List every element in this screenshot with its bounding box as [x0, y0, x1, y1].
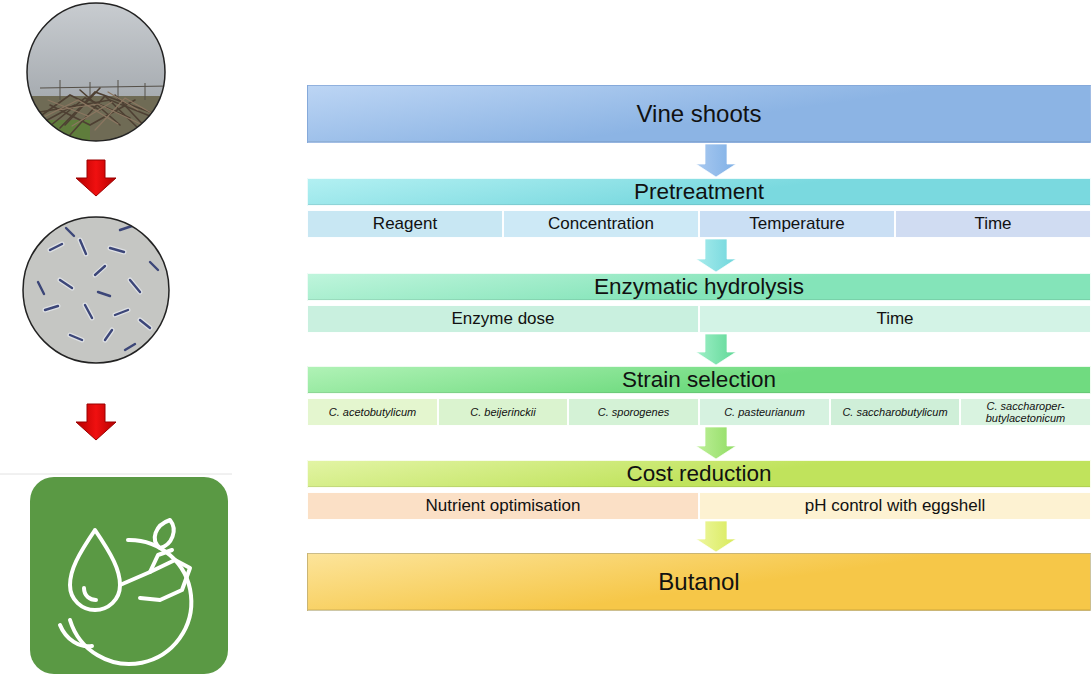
option-label: C. beijerinckii: [470, 406, 535, 418]
microscope-image: [20, 215, 180, 365]
stage-band: Vine shoots: [307, 85, 1091, 143]
option-cell: Enzyme dose: [307, 305, 699, 333]
strain-cell: C. sporogenes: [568, 398, 699, 426]
biofuel-symbol: [60, 520, 191, 664]
option-label: Temperature: [749, 215, 844, 234]
option-label: Time: [974, 215, 1011, 234]
option-label: C. acetobutylicum: [329, 406, 416, 418]
strain-cell: C. pasteurianum: [699, 398, 830, 426]
stage-header: Pretreatment: [307, 178, 1091, 206]
stage-header: Cost reduction: [307, 460, 1091, 488]
stage-title: Pretreatment: [634, 179, 764, 205]
option-label: C. pasteurianum: [724, 406, 805, 418]
option-label: Enzyme dose: [452, 310, 555, 329]
flow-arrow: [76, 160, 116, 196]
vine-shoots-photo: [20, 0, 180, 156]
option-cell: pH control with eggshell: [699, 492, 1091, 520]
strain-cell: C. beijerinckii: [438, 398, 568, 426]
biofuel-icon: [30, 477, 228, 674]
strain-cell: C. saccharobutylicum: [830, 398, 960, 426]
flow-arrow: [696, 427, 736, 459]
stage-header: Strain selection: [307, 366, 1091, 394]
stage-title: Vine shoots: [637, 100, 762, 128]
option-label: Nutrient optimisation: [426, 497, 581, 516]
flow-arrow: [696, 521, 736, 552]
option-cell: Concentration: [503, 210, 699, 238]
flow-arrow: [696, 239, 736, 272]
flow-arrow: [696, 334, 736, 365]
option-label: C. saccharobutylicum: [842, 406, 947, 418]
option-cell: Reagent: [307, 210, 503, 238]
stage-group: PretreatmentReagent Concentration Temperat…: [307, 178, 1091, 238]
strain-cell: C. acetobutylicum: [307, 398, 438, 426]
option-label: Time: [876, 310, 913, 329]
flow-arrow: [76, 404, 116, 440]
stage-group: Strain selection C. acetobutylicum C. beij…: [307, 366, 1091, 426]
stage-header: Enzymatic hydrolysis: [307, 273, 1091, 301]
flow-arrow: [696, 144, 736, 177]
strain-cell: C. saccharoper- butylacetonicum: [960, 398, 1091, 426]
option-cell: Nutrient optimisation: [307, 492, 699, 520]
stage-group: Cost reductionNutrient optimisation pH co…: [307, 460, 1091, 520]
option-label: Concentration: [548, 215, 654, 234]
stage-title: Strain selection: [622, 367, 776, 393]
option-label: Reagent: [373, 215, 437, 234]
option-cell: Temperature: [699, 210, 895, 238]
option-cell: Time: [699, 305, 1091, 333]
option-label: pH control with eggshell: [805, 497, 985, 516]
stage-title: Enzymatic hydrolysis: [594, 274, 804, 300]
option-label: C. saccharoper- butylacetonicum: [964, 400, 1087, 424]
stage-group: Enzymatic hydrolysisEnzyme dose Time: [307, 273, 1091, 333]
option-label: C. sporogenes: [598, 406, 670, 418]
stage-title: Butanol: [658, 568, 739, 596]
result-band: Butanol: [307, 553, 1091, 611]
option-cell: Time: [895, 210, 1091, 238]
stage-title: Cost reduction: [626, 461, 771, 487]
